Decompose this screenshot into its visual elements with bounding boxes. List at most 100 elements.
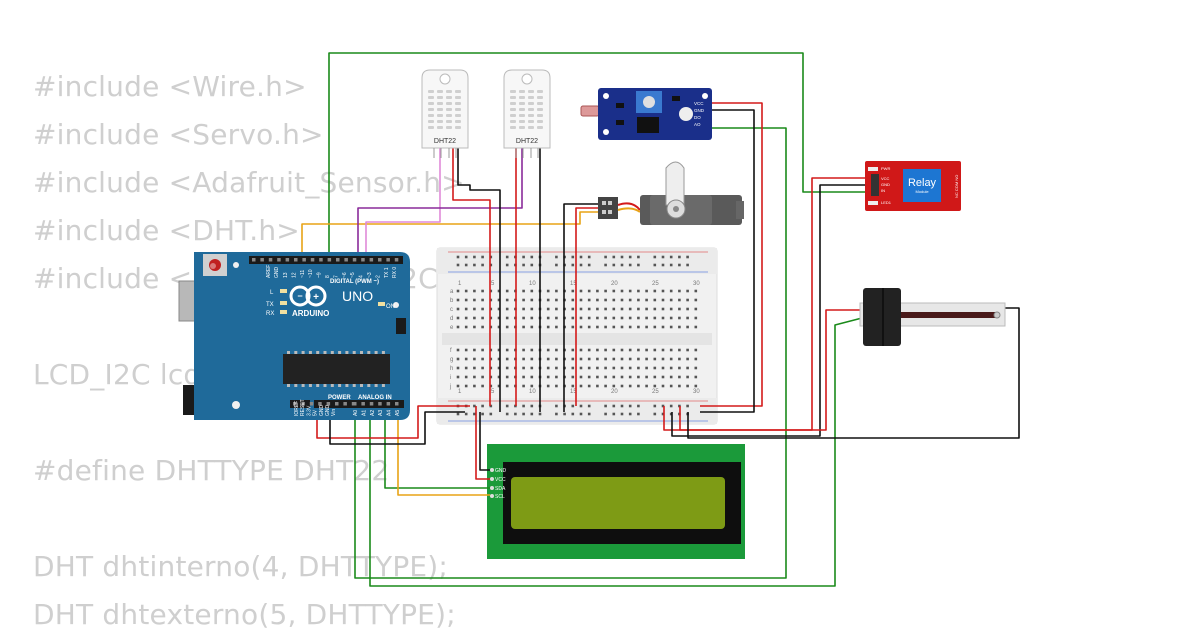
breadboard-hole [669,357,673,361]
digital-pin-label: ~11 [300,270,306,278]
breadboard-hole [653,307,657,311]
chip-leg [323,351,327,354]
header-pin [361,402,365,406]
servo-motor[interactable] [598,161,744,225]
breadboard-hole [546,307,550,311]
breadboard-hole [505,325,509,329]
breadboard-hole [530,289,534,293]
header-pin [344,258,348,262]
header-pin [353,402,357,406]
breadboard[interactable]: 1 5 10 15 20 25 30 1 5 10 15 20 25 30 a … [436,247,718,425]
breadboard-hole [620,375,624,379]
power-pin-label: 5V [313,409,319,416]
breadboard-hole [620,316,624,320]
breadboard-hole [596,348,599,352]
header-pin [310,258,315,262]
breadboard-hole [530,325,534,329]
ldr-module[interactable]: VCC GND DO AO [580,88,712,140]
breadboard-hole [637,289,640,293]
breadboard-hole [473,307,476,311]
breadboard-hole [661,384,665,388]
dht22-sensor-left[interactable]: DHT22 [421,69,469,158]
dht-vent [519,102,525,105]
dht-vent [519,126,525,129]
dht-vent [446,90,452,93]
dht-vent [510,120,516,123]
chip-leg [294,384,298,387]
breadboard-hole [612,298,616,302]
breadboard-hole [587,255,591,259]
chip-leg [345,351,349,354]
digital-pin-label: 2 [375,275,381,278]
breadboard-hole [604,404,607,408]
breadboard-hole [612,263,616,267]
dht-vent [437,90,443,93]
code-line: #define DHTTYPE DHT22 [33,454,390,487]
breadboard-hole [464,316,468,320]
dht-label: DHT22 [516,138,538,145]
lcd-pin-label: GND [495,468,507,474]
breadboard-hole [669,384,673,388]
breadboard-hole [464,255,468,259]
breadboard-hole [456,316,460,320]
breadboard-hole [612,316,616,320]
breadboard-hole [489,412,493,416]
breadboard-hole [505,298,509,302]
wires [301,52,1020,587]
breadboard-hole [686,255,689,259]
breadboard-hole [612,255,616,259]
breadboard-hole [481,255,484,259]
breadboard-hole [579,307,583,311]
breadboard-hole [645,316,648,320]
wire-red [679,309,862,431]
gnd-pin-label: GND [274,267,280,279]
header-pin [294,258,298,262]
breadboard-hole [546,289,550,293]
dht-vent [428,126,434,129]
breadboard-hole [596,366,599,370]
breadboard-hole [686,325,689,329]
dht-vent [510,114,516,117]
breadboard-hole [579,348,583,352]
breadboard-hole [530,357,534,361]
breadboard-hole [694,348,698,352]
breadboard-col-number: 1 [458,389,462,395]
breadboard-hole [596,325,599,329]
breadboard-hole [604,255,607,259]
breadboard-hole [637,325,640,329]
breadboard-hole [661,255,665,259]
header-pin [386,258,390,262]
digital-pin-label: 7 [333,275,339,278]
chip-leg [316,384,320,387]
breadboard-hole [530,263,534,267]
breadboard-hole [464,289,468,293]
breadboard-hole [530,366,534,370]
dht-vent [537,90,543,93]
breadboard-hole [604,263,607,267]
lcd-display[interactable]: GND VCC SDA SCL [487,444,745,559]
breadboard-hole [530,298,534,302]
breadboard-row-letter: j [449,384,451,390]
breadboard-hole [579,316,583,320]
breadboard-hole [571,412,575,416]
code-line: #include <Servo.h> [33,118,324,151]
breadboard-hole [620,366,624,370]
dht22-sensor-right[interactable]: DHT22 [503,69,551,158]
relay-module[interactable]: Relay Module PWR VCC GND IN LED1 NC COM … [865,161,961,211]
breadboard-hole [587,325,591,329]
breadboard-hole [473,384,476,388]
breadboard-hole [473,357,476,361]
breadboard-hole [620,325,624,329]
dht-vent [455,90,461,93]
ldr-pin-label: AO [694,122,701,127]
breadboard-hole [555,325,558,329]
relay-sub-label: Module [915,189,929,194]
breadboard-col-number: 20 [611,389,618,395]
digital-pin-label: 12 [291,272,297,278]
arduino-uno-board[interactable]: − + UNO ARDUINO DIGITAL (PWM ~) ANALOG I… [178,252,410,420]
slide-potentiometer[interactable] [859,288,1006,346]
breadboard-hole [522,316,525,320]
digital-pin-label: 8 [325,275,331,278]
dht-vent [519,114,525,117]
breadboard-hole [637,263,640,267]
